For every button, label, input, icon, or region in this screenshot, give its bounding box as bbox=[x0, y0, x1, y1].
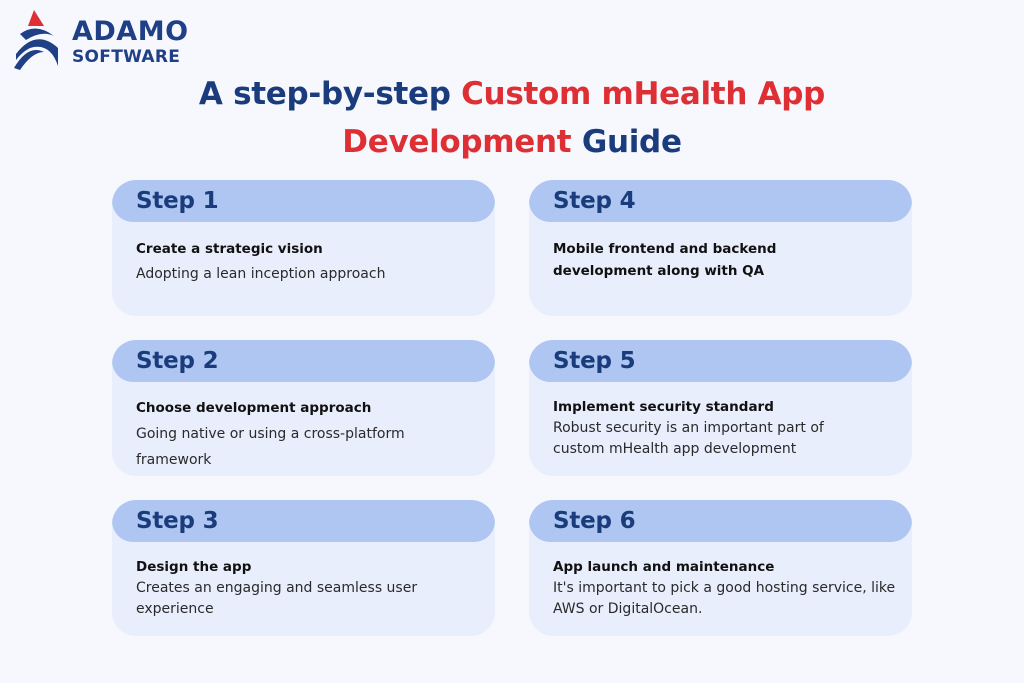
step-card-1: Step 1 Create a strategic vision Adoptin… bbox=[112, 180, 495, 316]
step-heading: Mobile frontend and backend development … bbox=[553, 241, 777, 279]
step-card-header: Step 1 bbox=[112, 180, 495, 222]
step-card-6: Step 6 App launch and maintenance It's i… bbox=[529, 500, 912, 636]
step-card-3: Step 3 Design the app Creates an engagin… bbox=[112, 500, 495, 636]
step-label: Step 1 bbox=[136, 188, 219, 214]
step-card-header: Step 5 bbox=[529, 340, 912, 382]
step-label: Step 2 bbox=[136, 348, 219, 374]
step-heading: App launch and maintenance bbox=[553, 559, 775, 575]
step-description: Going native or using a cross-platform f… bbox=[136, 426, 405, 468]
step-card-2: Step 2 Choose development approach Going… bbox=[112, 340, 495, 476]
step-heading: Implement security standard bbox=[553, 399, 774, 415]
title-segment-highlight: Custom mHealth App bbox=[461, 76, 826, 112]
step-description: Adopting a lean inception approach bbox=[136, 266, 386, 282]
step-label: Step 6 bbox=[553, 508, 636, 534]
step-label: Step 5 bbox=[553, 348, 636, 374]
page-title-line-2: Development Guide bbox=[0, 118, 1024, 166]
brand-subname: SOFTWARE bbox=[72, 47, 181, 67]
title-segment: A step-by-step bbox=[198, 76, 462, 112]
page-title-line-1: A step-by-step Custom mHealth App bbox=[0, 70, 1024, 118]
step-heading: Create a strategic vision bbox=[136, 241, 323, 257]
title-segment-highlight: Development bbox=[342, 124, 572, 160]
step-card-header: Step 4 bbox=[529, 180, 912, 222]
step-card-header: Step 6 bbox=[529, 500, 912, 542]
step-card-5: Step 5 Implement security standard Robus… bbox=[529, 340, 912, 476]
step-heading: Design the app bbox=[136, 559, 252, 575]
step-description: Robust security is an important part of … bbox=[553, 420, 824, 457]
step-card-header: Step 2 bbox=[112, 340, 495, 382]
step-card-4: Step 4 Mobile frontend and backend devel… bbox=[529, 180, 912, 316]
step-description: Creates an engaging and seamless user ex… bbox=[136, 580, 418, 617]
adamo-logo: ADAMO SOFTWARE bbox=[14, 8, 214, 70]
step-card-header: Step 3 bbox=[112, 500, 495, 542]
step-heading: Choose development approach bbox=[136, 400, 372, 416]
adamo-logo-icon bbox=[14, 10, 58, 70]
title-segment: Guide bbox=[571, 124, 682, 160]
step-description: It's important to pick a good hosting se… bbox=[553, 580, 896, 617]
step-label: Step 4 bbox=[553, 188, 636, 214]
step-label: Step 3 bbox=[136, 508, 219, 534]
brand-name: ADAMO bbox=[72, 16, 189, 47]
